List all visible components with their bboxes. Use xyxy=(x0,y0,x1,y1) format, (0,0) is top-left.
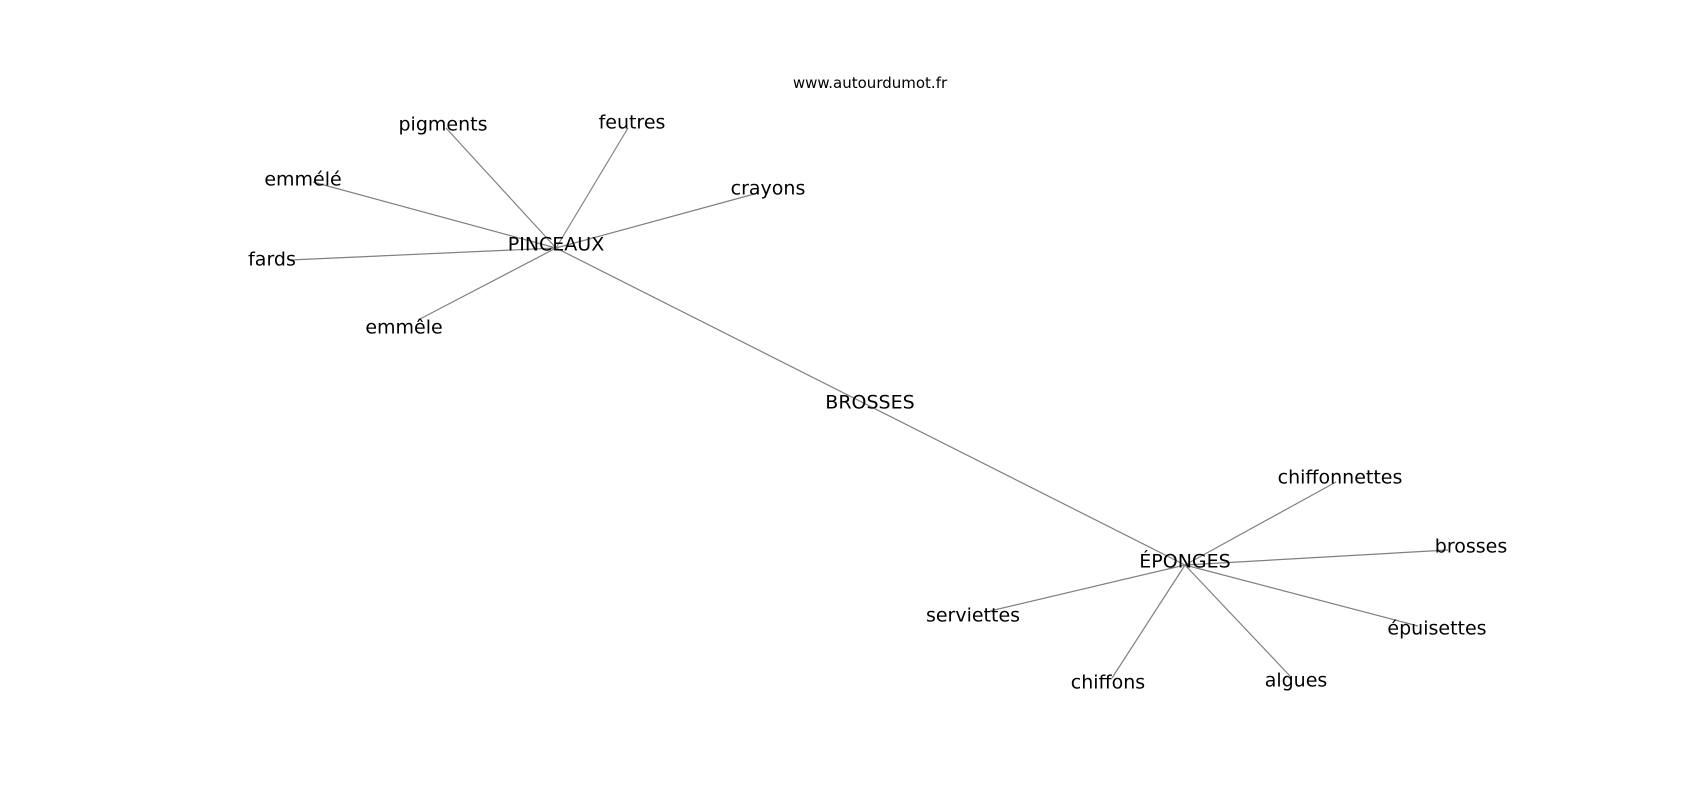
watermark: www.autourdumot.fr xyxy=(793,74,948,92)
edge-eponges-serviettes xyxy=(989,564,1186,612)
edge-eponges-chiffonnettes xyxy=(1184,481,1337,566)
edge-eponges-brosses xyxy=(1184,549,1449,566)
node-epuisettes[interactable]: épuisettes xyxy=(1387,618,1486,640)
node-brosses[interactable]: brosses xyxy=(1435,536,1507,558)
edges xyxy=(289,127,1449,679)
node-algues[interactable]: algues xyxy=(1265,670,1328,692)
node-brosses-center[interactable]: BROSSES xyxy=(825,392,914,414)
nodes: BROSSES PINCEAUX ÉPONGES pigments feutres emm… xyxy=(248,112,1507,694)
node-emmele-grave[interactable]: emmêle xyxy=(365,317,442,339)
edge-eponges-epuisettes xyxy=(1184,564,1419,627)
edge-pinceaux-emmele_grave xyxy=(417,247,557,321)
node-fards[interactable]: fards xyxy=(248,249,296,271)
edge-pinceaux-pigments xyxy=(445,127,557,249)
node-serviettes[interactable]: serviettes xyxy=(926,605,1020,627)
node-chiffons[interactable]: chiffons xyxy=(1071,672,1145,694)
node-feutres[interactable]: feutres xyxy=(599,112,666,134)
node-chiffonnettes[interactable]: chiffonnettes xyxy=(1278,467,1403,489)
edge-eponges-chiffons xyxy=(1111,564,1186,679)
node-pigments[interactable]: pigments xyxy=(399,114,488,136)
edge-pinceaux-feutres xyxy=(555,127,629,249)
node-eponges[interactable]: ÉPONGES xyxy=(1139,550,1230,573)
edge-eponges-algues xyxy=(1184,564,1291,677)
edge-pinceaux-emmele_acute xyxy=(312,181,557,249)
node-emmele-acute[interactable]: emmélé xyxy=(264,169,341,191)
node-crayons[interactable]: crayons xyxy=(731,178,806,200)
edge-pinceaux-eponges xyxy=(555,247,1186,566)
edge-pinceaux-crayons xyxy=(555,192,759,249)
edge-pinceaux-fards xyxy=(289,247,557,261)
node-pinceaux[interactable]: PINCEAUX xyxy=(508,234,604,256)
